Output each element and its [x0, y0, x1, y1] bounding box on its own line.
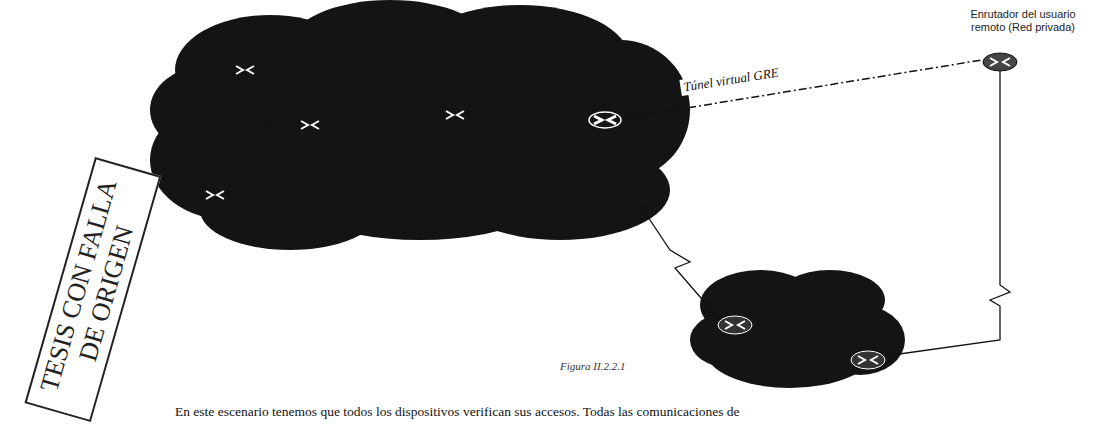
small-cloud-routers	[718, 316, 885, 369]
serial-link	[885, 71, 1010, 356]
remote-router	[983, 53, 1017, 71]
main-cloud	[150, 0, 690, 250]
stamp-box: TESIS CON FALLA DE ORIGEN	[24, 157, 161, 422]
small-cloud	[690, 270, 905, 388]
node-text: Enrutador del usuario remoto (Red privad…	[968, 8, 1078, 33]
serial-link	[640, 205, 720, 320]
gre-tunnel-line	[625, 60, 982, 118]
body-text: En este escenario tenemos que todos los …	[175, 404, 1110, 420]
figure-caption: Figura II.2.2.1	[560, 360, 625, 372]
node-text: TESIS CON FALLA DE ORIGEN	[32, 166, 153, 412]
router-symbols	[206, 66, 621, 199]
router-label: Enrutador del usuario remoto (Red privad…	[968, 8, 1078, 33]
tunnel-label: Túnel virtual GRE	[679, 64, 782, 96]
